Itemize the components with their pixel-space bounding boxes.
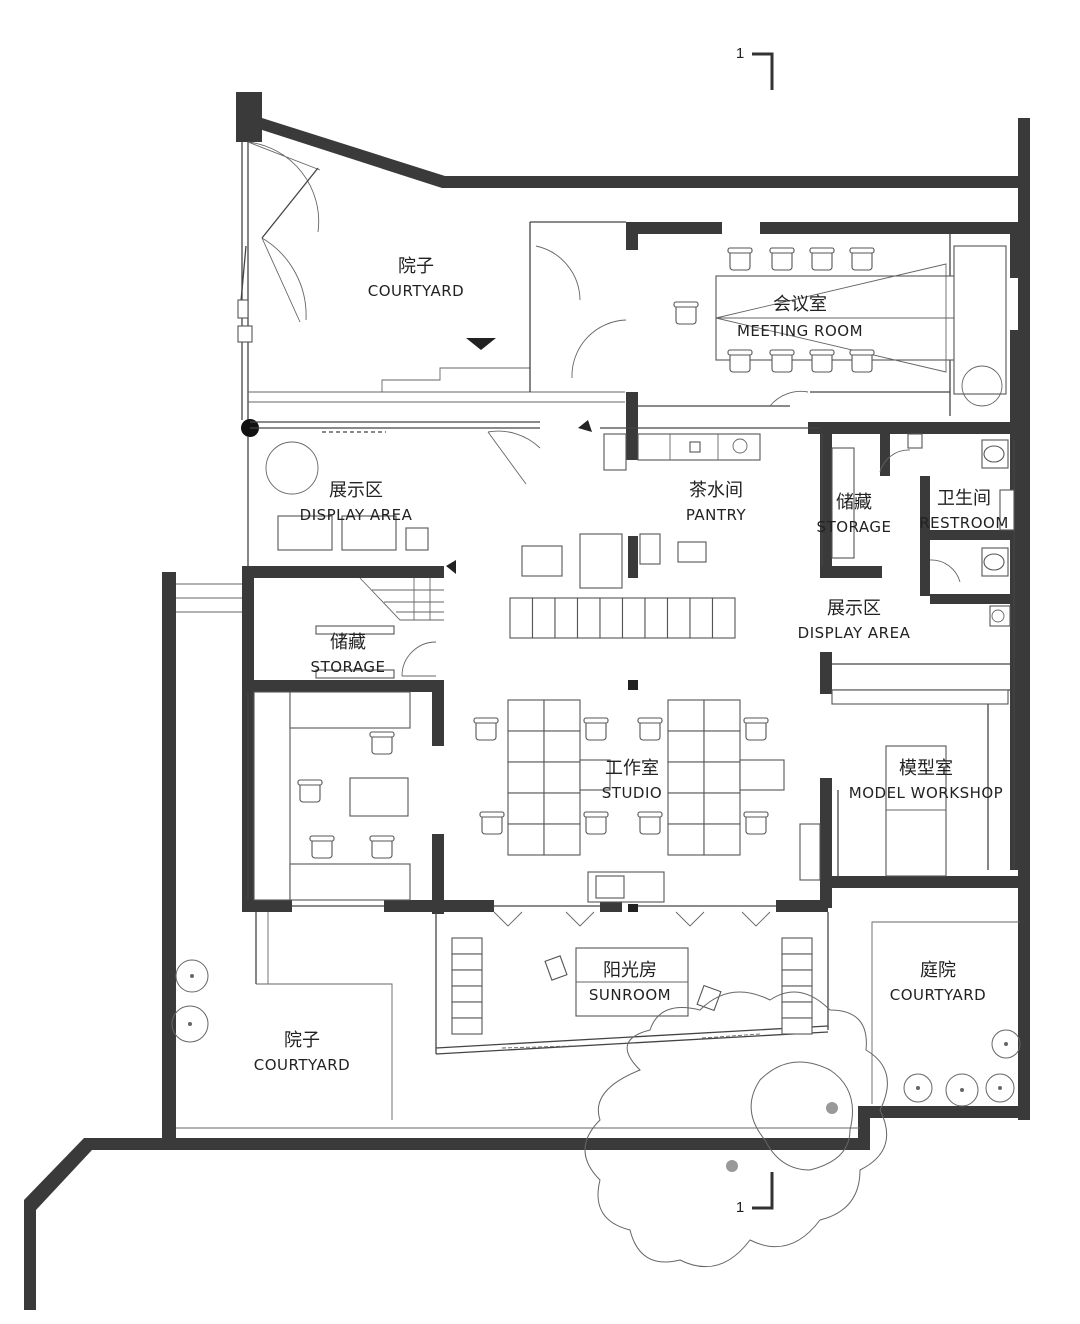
room-label-model-workshop: 模型室 MODEL WORKSHOP — [849, 758, 1003, 802]
room-name-en: STUDIO — [602, 784, 662, 802]
chair-icon — [637, 717, 663, 741]
chair-icon — [727, 349, 753, 373]
shrub-icon — [175, 959, 209, 993]
room-label-meeting-room: 会议室 MEETING ROOM — [737, 294, 863, 340]
sun-lounger — [781, 937, 813, 1035]
chair-icon — [473, 717, 499, 741]
room-name-en: MEETING ROOM — [737, 322, 863, 340]
restroom-fixtures — [831, 433, 1015, 627]
chair-icon — [583, 811, 609, 835]
section-mark-top: 1 — [736, 45, 774, 90]
pantry-furniture — [509, 433, 761, 690]
chair-icon — [297, 779, 323, 803]
sun-lounger — [451, 937, 483, 1035]
courtyard-gates — [237, 141, 625, 420]
entrance-marker-icon — [466, 338, 496, 350]
stairs — [359, 577, 444, 621]
room-name-zh: 工作室 — [605, 758, 659, 779]
room-name-en: COURTYARD — [890, 986, 987, 1004]
room-name-en: MODEL WORKSHOP — [849, 784, 1003, 802]
chair-icon — [309, 835, 335, 859]
section-label-bottom: 1 — [736, 1199, 744, 1216]
chair-icon — [583, 717, 609, 741]
room-label-storage-west: 储藏 STORAGE — [311, 632, 386, 676]
chair-icon — [849, 247, 875, 271]
chair-icon — [809, 349, 835, 373]
room-name-zh: 卫生间 — [937, 488, 991, 509]
room-name-zh: 茶水间 — [689, 480, 743, 501]
room-name-en: COURTYARD — [254, 1056, 351, 1074]
room-label-storage-east: 储藏 STORAGE — [817, 492, 892, 536]
chair-icon — [743, 811, 769, 835]
room-name-zh: 储藏 — [836, 492, 872, 513]
model-workshop-furniture — [831, 689, 1009, 877]
building-walls — [241, 222, 1022, 914]
room-name-zh: 庭院 — [920, 960, 956, 981]
chair-icon — [479, 811, 505, 835]
desk-cluster — [507, 699, 581, 856]
shrub-icon — [985, 1073, 1015, 1103]
room-label-courtyard-sw: 院子 COURTYARD — [254, 1030, 351, 1074]
room-name-zh: 阳光房 — [603, 960, 657, 981]
room-name-zh: 院子 — [284, 1030, 320, 1051]
shrub-icon — [171, 1005, 209, 1043]
section-mark-bottom: 1 — [736, 1172, 774, 1216]
west-workroom-furniture — [253, 691, 411, 901]
chair-icon — [769, 247, 795, 271]
shrub-icon — [991, 1029, 1021, 1059]
chair-icon — [673, 301, 699, 325]
room-label-pantry: 茶水间 PANTRY — [686, 480, 747, 524]
meeting-room-furniture — [673, 245, 1007, 407]
room-label-studio: 工作室 STUDIO — [602, 758, 662, 802]
chair-icon — [743, 717, 769, 741]
room-name-en: STORAGE — [817, 518, 892, 536]
room-name-zh: 模型室 — [899, 758, 953, 779]
room-name-en: COURTYARD — [368, 282, 465, 300]
section-label-top: 1 — [736, 45, 744, 62]
room-name-en: SUNROOM — [589, 986, 671, 1004]
chair-icon — [769, 349, 795, 373]
room-label-courtyard-nw: 院子 COURTYARD — [368, 256, 465, 300]
room-name-en: STORAGE — [311, 658, 386, 676]
chair-icon — [727, 247, 753, 271]
room-name-zh: 会议室 — [773, 294, 827, 315]
desk-cluster — [667, 699, 741, 856]
room-name-zh: 展示区 — [827, 598, 881, 619]
room-name-en: PANTRY — [686, 506, 747, 524]
room-name-en: DISPLAY AREA — [300, 506, 413, 524]
room-name-zh: 展示区 — [329, 480, 383, 501]
chair-icon — [369, 731, 395, 755]
chair-icon — [637, 811, 663, 835]
shrub-icon — [903, 1073, 933, 1103]
room-label-restroom: 卫生间 RESTROOM — [919, 488, 1009, 532]
south-courtyards — [171, 583, 1021, 1268]
chair-icon — [849, 349, 875, 373]
room-name-en: RESTROOM — [919, 514, 1009, 532]
chair-icon — [369, 835, 395, 859]
room-label-display-area-west: 展示区 DISPLAY AREA — [300, 480, 413, 524]
room-name-zh: 院子 — [398, 256, 434, 277]
shrub-icon — [945, 1073, 979, 1107]
room-label-display-area-east: 展示区 DISPLAY AREA — [798, 598, 911, 642]
room-label-sunroom: 阳光房 SUNROOM — [589, 960, 671, 1004]
site-boundary — [24, 92, 1030, 1310]
room-label-courtyard-se: 庭院 COURTYARD — [890, 960, 987, 1004]
display-area-furniture — [265, 441, 429, 551]
room-name-zh: 储藏 — [330, 632, 366, 653]
studio-furniture — [473, 699, 821, 912]
room-name-en: DISPLAY AREA — [798, 624, 911, 642]
chair-icon — [809, 247, 835, 271]
sunroom — [435, 911, 829, 1055]
